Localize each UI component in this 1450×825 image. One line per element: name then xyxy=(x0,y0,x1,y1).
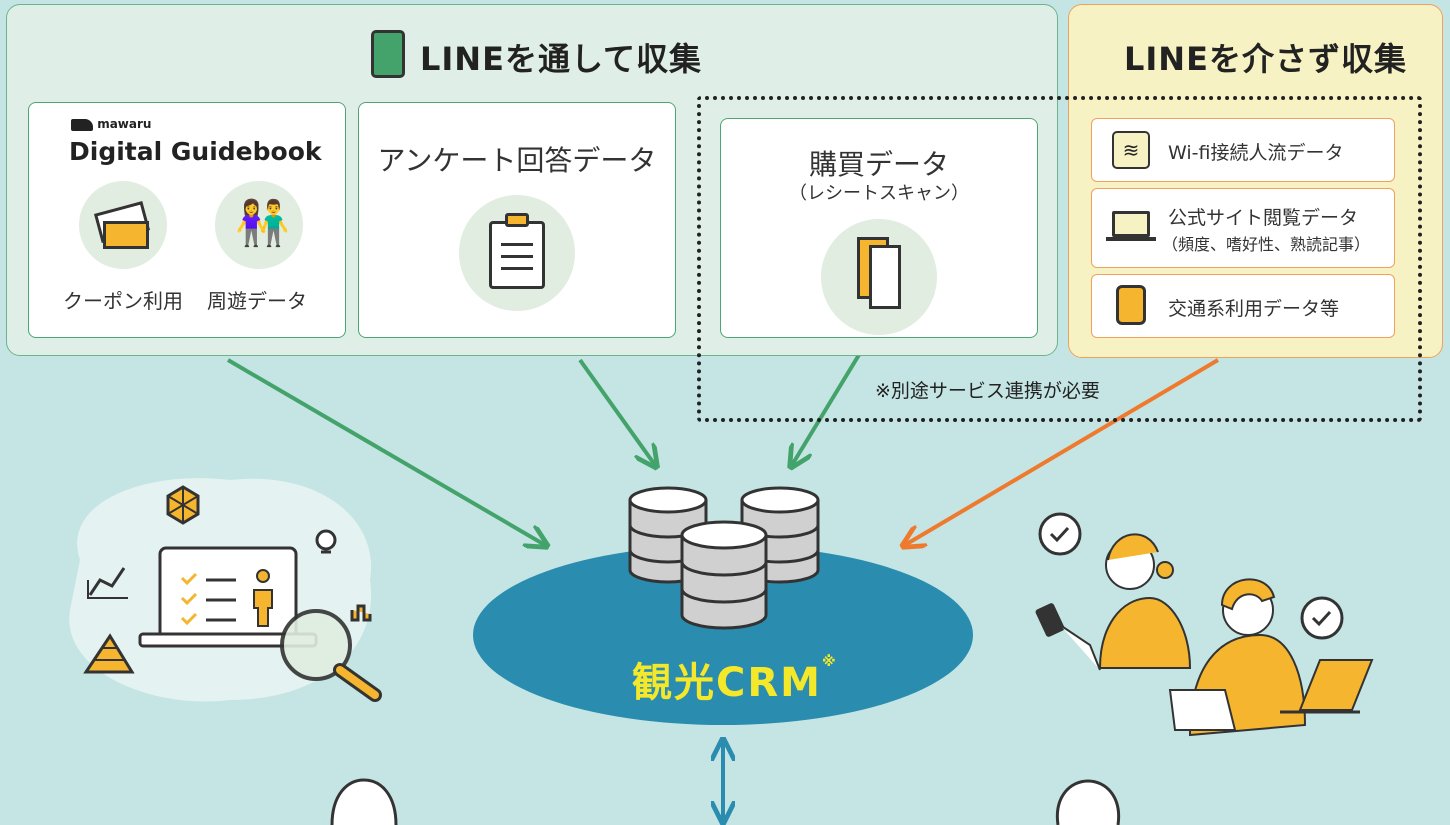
wifi-data-card: ≋ Wi-fi接続人流データ xyxy=(1091,118,1395,182)
arrow-noline-to-crm xyxy=(905,358,1220,545)
arrow-guidebook-to-crm xyxy=(226,358,545,545)
receipt-icon-circle xyxy=(821,219,937,335)
arrow-survey-to-crm xyxy=(578,358,655,465)
wifi-data-label: Wi-fi接続人流データ xyxy=(1168,142,1344,164)
crm-title-text: 観光CRM xyxy=(632,660,822,706)
coupon-icon-circle xyxy=(79,181,167,269)
clipboard-clip-shape xyxy=(505,213,529,227)
clipboard-icon-circle xyxy=(459,195,575,311)
people-icon: 👫 xyxy=(235,198,290,249)
crm-ellipse xyxy=(473,545,973,725)
crm-title-mark: ※ xyxy=(821,654,838,670)
website-data-card: 公式サイト閲覧データ （頻度、嗜好性、熟読記事） xyxy=(1091,188,1395,268)
website-data-label: 公式サイト閲覧データ xyxy=(1168,207,1359,229)
external-service-group-box xyxy=(697,96,1422,422)
bottom-left-partial-icon xyxy=(330,778,398,825)
collect-via-line-title: LINEを通して収集 xyxy=(420,40,702,78)
survey-title: アンケート回答データ xyxy=(377,144,657,177)
people-illustration xyxy=(1035,512,1374,737)
coupon-label: クーポン利用 xyxy=(63,289,183,313)
website-data-sub-label: （頻度、嗜好性、熟読記事） xyxy=(1162,235,1371,254)
purchase-card: 購買データ （レシートスキャン） xyxy=(720,118,1038,338)
bottom-right-partial-icon xyxy=(1055,779,1121,825)
clipboard-lines xyxy=(501,243,533,246)
smartphone-icon xyxy=(371,30,405,78)
tour-data-label: 周遊データ xyxy=(207,289,307,313)
laptop-icon xyxy=(1112,211,1150,237)
analysis-illustration xyxy=(83,485,382,702)
mawaru-logo-icon xyxy=(71,118,93,131)
receipt-icon xyxy=(869,245,901,309)
database-icon xyxy=(628,486,820,630)
external-service-note: ※別途サービス連携が必要 xyxy=(875,380,1100,402)
coupon-ticket-shape xyxy=(103,221,149,249)
survey-card: アンケート回答データ xyxy=(358,102,676,338)
transport-data-card: 交通系利用データ等 xyxy=(1091,274,1395,338)
transport-data-label: 交通系利用データ等 xyxy=(1168,298,1340,320)
collect-without-line-title: LINEを介さず収集 xyxy=(1124,40,1407,78)
mawaru-brand-label: mawaru xyxy=(97,117,152,131)
laptop-base-shape xyxy=(1106,237,1156,241)
crm-title: 観光CRM※ xyxy=(632,650,838,708)
guidebook-card: mawaru Digital Guidebook 👫 クーポン利用 周遊データ xyxy=(28,102,346,338)
mawaru-logo: mawaru xyxy=(71,117,151,131)
wifi-icon: ≋ xyxy=(1112,131,1150,169)
people-icon-circle: 👫 xyxy=(215,181,303,269)
guidebook-title: Digital Guidebook xyxy=(69,137,322,166)
purchase-subtitle: （レシートスキャン） xyxy=(789,183,969,204)
train-icon xyxy=(1116,285,1146,325)
arrow-purchase-to-crm xyxy=(792,338,870,465)
purchase-title: 購買データ xyxy=(808,148,949,181)
clipboard-icon xyxy=(489,221,545,289)
